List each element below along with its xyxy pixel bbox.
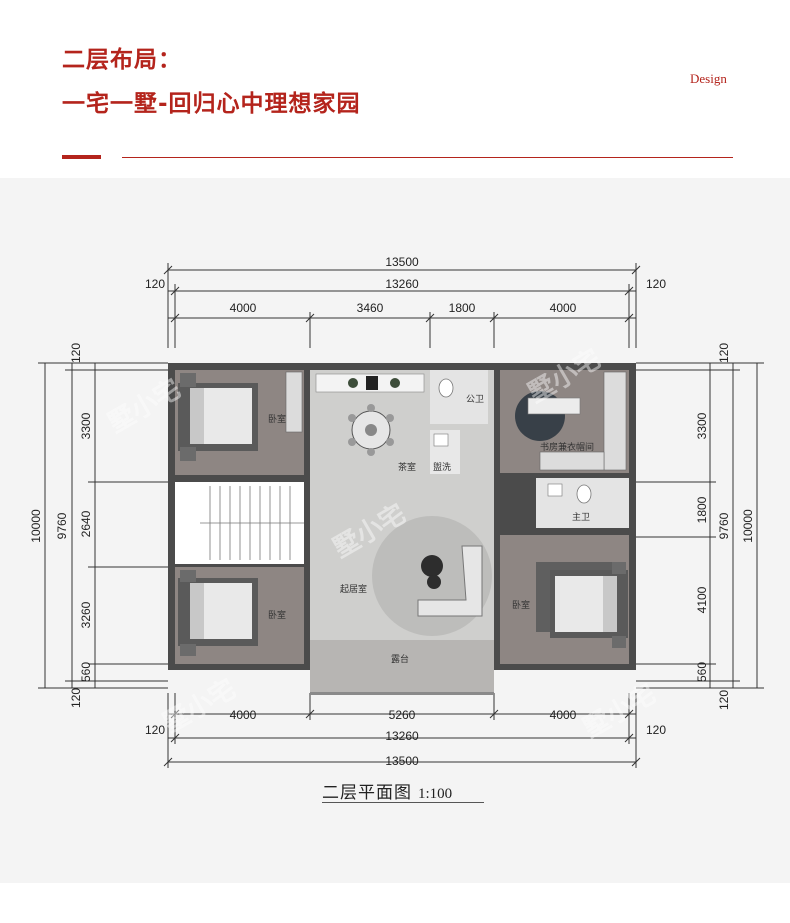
toilet-icon: [576, 484, 592, 504]
dim-right-wall-bottom: 120: [717, 690, 731, 710]
dim-top-seg-4: 4000: [550, 301, 577, 315]
dim-left-inner: 9760: [55, 512, 69, 539]
dim-bottom-seg-2: 5260: [389, 708, 416, 722]
toilet-icon: [438, 378, 454, 398]
room-label-public-wc: 公卫: [466, 394, 484, 405]
bed-nw: [178, 373, 258, 461]
left-dimension-lines: [38, 362, 168, 689]
dim-right-seg-2: 1800: [695, 496, 709, 523]
dim-left-seg-3: 3260: [79, 601, 93, 628]
dim-bottom-inner: 13260: [385, 729, 419, 743]
coffee-table: [421, 555, 443, 577]
page-title: 二层布局：: [62, 47, 182, 73]
sink-icon: [433, 433, 449, 447]
page-header: 二层布局： 一宅一墅-回归心中理想家园 Design: [0, 0, 790, 178]
plan-scale: 1:100: [418, 786, 453, 802]
room-label-terrace: 露台: [391, 653, 409, 665]
terrace-rail: [310, 692, 494, 695]
bottom-dimension-lines: [163, 693, 641, 768]
dim-left-seg-4: 560: [79, 662, 93, 682]
plant-icon: [390, 378, 400, 388]
watermark: 墅小宅: [158, 673, 241, 739]
right-dimension-lines: [636, 362, 764, 689]
study-desk: [527, 397, 581, 415]
dim-left-wall-top: 120: [69, 343, 83, 363]
dim-bottom-seg-1: 4000: [230, 708, 257, 722]
room-label-bedroom-nw: 卧室: [268, 413, 286, 425]
wardrobe-study-low: [539, 451, 605, 471]
terrace: [310, 640, 494, 695]
room-label-living-room: 起居室: [340, 583, 367, 595]
dim-top-inner: 13260: [385, 277, 419, 291]
room-label-tea-room: 茶室: [398, 461, 416, 473]
sofa: [417, 545, 483, 617]
plan-caption: 二层平面图 1:100: [322, 778, 484, 803]
coffee-table-small: [427, 575, 441, 589]
dim-top-seg-3: 1800: [449, 301, 476, 315]
room-label-master-bath: 主卫: [572, 511, 590, 523]
room-label-bedroom-sw: 卧室: [268, 609, 286, 621]
dim-right-seg-4: 560: [695, 662, 709, 682]
bed-sw: [178, 570, 258, 656]
divider-rule: [122, 157, 733, 158]
dim-right-seg-1: 3300: [695, 412, 709, 439]
dim-left-seg-2: 2640: [79, 510, 93, 537]
dim-top-overall: 13500: [385, 255, 419, 269]
top-dimension-lines: [163, 263, 641, 348]
dim-right-seg-3: 4100: [695, 586, 709, 613]
stair-treads: [200, 486, 304, 560]
page-subtitle: 一宅一墅-回归心中理想家园: [62, 91, 361, 117]
dim-bottom-seg-3: 4000: [550, 708, 577, 722]
accent-rule: [62, 155, 101, 159]
wardrobe-nw: [285, 371, 303, 433]
plan-caption-text: 二层平面图: [322, 783, 412, 803]
public-wc: [430, 370, 488, 424]
caption-underline: [322, 802, 484, 803]
dim-right-wall-top: 120: [717, 343, 731, 363]
wardrobe-study: [603, 371, 627, 471]
dim-bottom-wall-left: 120: [145, 723, 165, 737]
design-tag: Design: [690, 71, 727, 86]
dim-top-seg-2: 3460: [357, 301, 384, 315]
dim-left-overall: 10000: [29, 509, 43, 543]
tea-table: [348, 404, 394, 456]
sink-icon: [547, 483, 563, 497]
floor-plan: 13500 13260 120 120 4000 3460 1800 4000 …: [29, 255, 764, 768]
dim-right-inner: 9760: [717, 512, 731, 539]
page-footer: [0, 883, 790, 923]
room-label-wash: 盥洗: [433, 461, 451, 473]
room-label-bedroom-se: 卧室: [512, 599, 530, 611]
plant-icon: [348, 378, 358, 388]
dim-top-wall-right: 120: [646, 277, 666, 291]
room-label-study-wardrobe: 书房兼衣帽间: [540, 441, 594, 453]
dim-top-seg-1: 4000: [230, 301, 257, 315]
dim-top-wall-left: 120: [145, 277, 165, 291]
dim-left-wall-bottom: 120: [69, 688, 83, 708]
dim-right-overall: 10000: [741, 509, 755, 543]
dim-left-seg-1: 3300: [79, 412, 93, 439]
dim-bottom-wall-right: 120: [646, 723, 666, 737]
tv-cabinet: [366, 376, 378, 390]
bed-se: [550, 562, 628, 648]
dim-bottom-overall: 13500: [385, 754, 419, 768]
